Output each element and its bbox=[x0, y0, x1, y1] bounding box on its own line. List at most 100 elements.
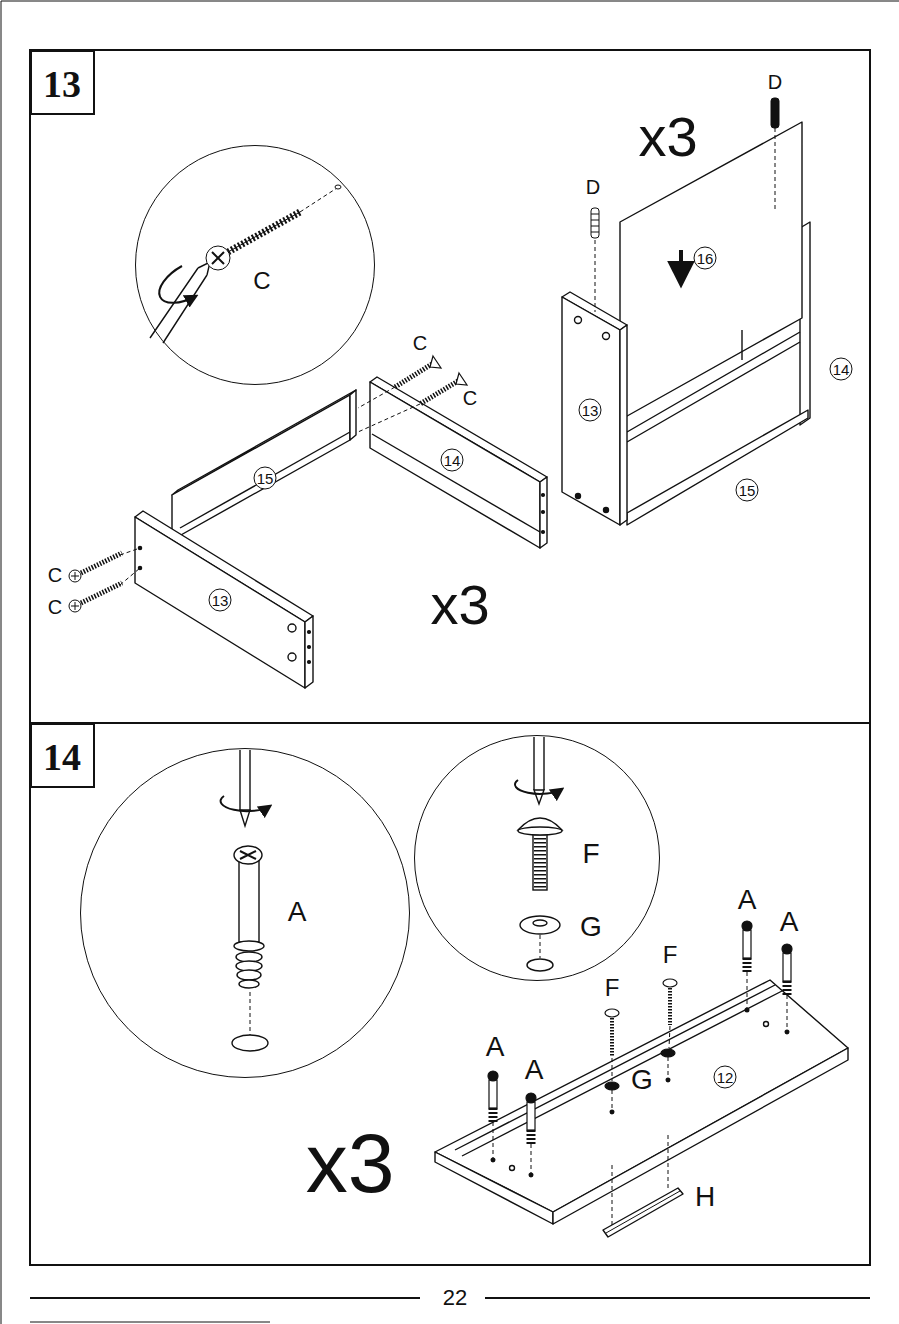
drawer-frame bbox=[576, 494, 581, 499]
drawer-boards bbox=[305, 616, 313, 688]
screw-detail bbox=[335, 185, 341, 189]
callout-number: 15 bbox=[254, 467, 277, 490]
page-frame bbox=[30, 1322, 270, 1323]
drawer-boards bbox=[372, 434, 540, 532]
part-letter: A bbox=[780, 908, 799, 936]
shelf-board bbox=[435, 980, 848, 1237]
drawer-frame bbox=[591, 214, 599, 232]
cam-dowel-detail bbox=[237, 970, 261, 980]
cam-dowel-detail bbox=[240, 851, 256, 859]
step-number: 14 bbox=[30, 723, 95, 788]
part-letter: A bbox=[288, 898, 307, 926]
part-letter: F bbox=[663, 943, 678, 967]
drawer-frame bbox=[620, 325, 627, 525]
screw-detail bbox=[150, 268, 207, 343]
shelf-board bbox=[606, 1191, 680, 1233]
quantity-note: x3 bbox=[306, 1121, 395, 1205]
small-fittings bbox=[668, 985, 672, 1025]
wood-screws bbox=[69, 600, 81, 612]
part-letter: A bbox=[738, 886, 757, 914]
drawer-frame bbox=[627, 410, 808, 525]
page-frame bbox=[30, 722, 870, 724]
cam-dowel-detail bbox=[239, 980, 259, 988]
small-fittings bbox=[743, 958, 752, 972]
quantity-note: x3 bbox=[430, 577, 489, 633]
small-fittings bbox=[782, 944, 792, 954]
part-letter: C bbox=[48, 597, 62, 617]
wood-screws bbox=[81, 583, 122, 603]
small-fittings bbox=[527, 1102, 535, 1130]
bolt-washer-detail bbox=[534, 790, 544, 804]
part-letter: D bbox=[586, 177, 600, 197]
page-frame bbox=[485, 1297, 870, 1299]
callout-number: 12 bbox=[714, 1066, 737, 1089]
shelf-board bbox=[435, 980, 848, 1212]
small-fittings bbox=[663, 979, 677, 987]
drawer-boards bbox=[288, 653, 296, 661]
shelf-board bbox=[435, 1152, 553, 1224]
screw-detail bbox=[228, 212, 300, 252]
bolt-washer-detail bbox=[533, 832, 547, 890]
quantity-note: x3 bbox=[638, 109, 697, 165]
bolt-washer-detail bbox=[515, 780, 562, 794]
screw-detail bbox=[212, 252, 224, 264]
part-letter: G bbox=[580, 913, 602, 941]
shelf-board bbox=[491, 1158, 495, 1162]
bolt-washer-detail bbox=[527, 959, 553, 971]
cam-dowel-detail bbox=[240, 750, 250, 810]
small-fittings bbox=[742, 921, 752, 931]
drawer-boards bbox=[180, 432, 350, 528]
wood-screws bbox=[120, 387, 420, 585]
small-fittings bbox=[527, 1130, 536, 1144]
cam-dowel-detail bbox=[250, 992, 251, 1038]
bolt-washer-detail bbox=[540, 935, 541, 958]
drawer-boards bbox=[308, 631, 311, 634]
drawer-frame bbox=[562, 297, 620, 525]
small-fittings bbox=[488, 1071, 498, 1081]
part-letter: G bbox=[631, 1066, 653, 1094]
wood-screws bbox=[81, 553, 122, 573]
shelf-board bbox=[455, 985, 782, 1156]
small-fittings bbox=[783, 953, 791, 981]
drawer-frame bbox=[627, 330, 800, 442]
drawer-frame bbox=[679, 250, 683, 283]
wood-screws bbox=[420, 381, 458, 404]
drawer-boards bbox=[135, 377, 547, 688]
bolt-washer-detail bbox=[533, 920, 547, 926]
wood-screws bbox=[456, 373, 467, 385]
wood-screws bbox=[69, 570, 81, 582]
part-letter: C bbox=[48, 565, 62, 585]
bolt-washer-detail bbox=[534, 834, 546, 890]
shelf-board bbox=[610, 1110, 614, 1114]
part-letter: A bbox=[525, 1056, 544, 1084]
small-fittings bbox=[783, 981, 792, 995]
wood-screws bbox=[69, 356, 467, 612]
shelf-board bbox=[529, 1173, 533, 1177]
wood-screws bbox=[71, 572, 79, 580]
detail-circle: C bbox=[135, 145, 375, 385]
wood-screws bbox=[395, 364, 432, 387]
page-frame bbox=[30, 1297, 420, 1299]
part-letter: A bbox=[486, 1033, 505, 1061]
screw-detail bbox=[159, 266, 196, 303]
drawer-boards bbox=[542, 494, 545, 497]
detail-circle: A bbox=[80, 748, 410, 1078]
small-fittings bbox=[610, 1015, 614, 1056]
drawer-frame bbox=[591, 208, 599, 238]
small-fittings bbox=[661, 1049, 675, 1057]
drawer-frame bbox=[562, 98, 810, 525]
small-fittings bbox=[489, 1080, 497, 1108]
drawer-boards bbox=[135, 517, 305, 688]
drawer-frame bbox=[603, 333, 610, 340]
drawer-boards bbox=[350, 390, 356, 440]
screw-detail bbox=[300, 188, 337, 212]
cam-dowel-detail bbox=[232, 1035, 268, 1051]
page-number: 22 bbox=[443, 1287, 467, 1309]
small-fittings bbox=[526, 1093, 536, 1103]
shelf-board bbox=[553, 1048, 848, 1224]
small-fittings bbox=[489, 1108, 498, 1122]
drawer-boards bbox=[542, 511, 545, 514]
shelf-board bbox=[764, 1022, 769, 1027]
